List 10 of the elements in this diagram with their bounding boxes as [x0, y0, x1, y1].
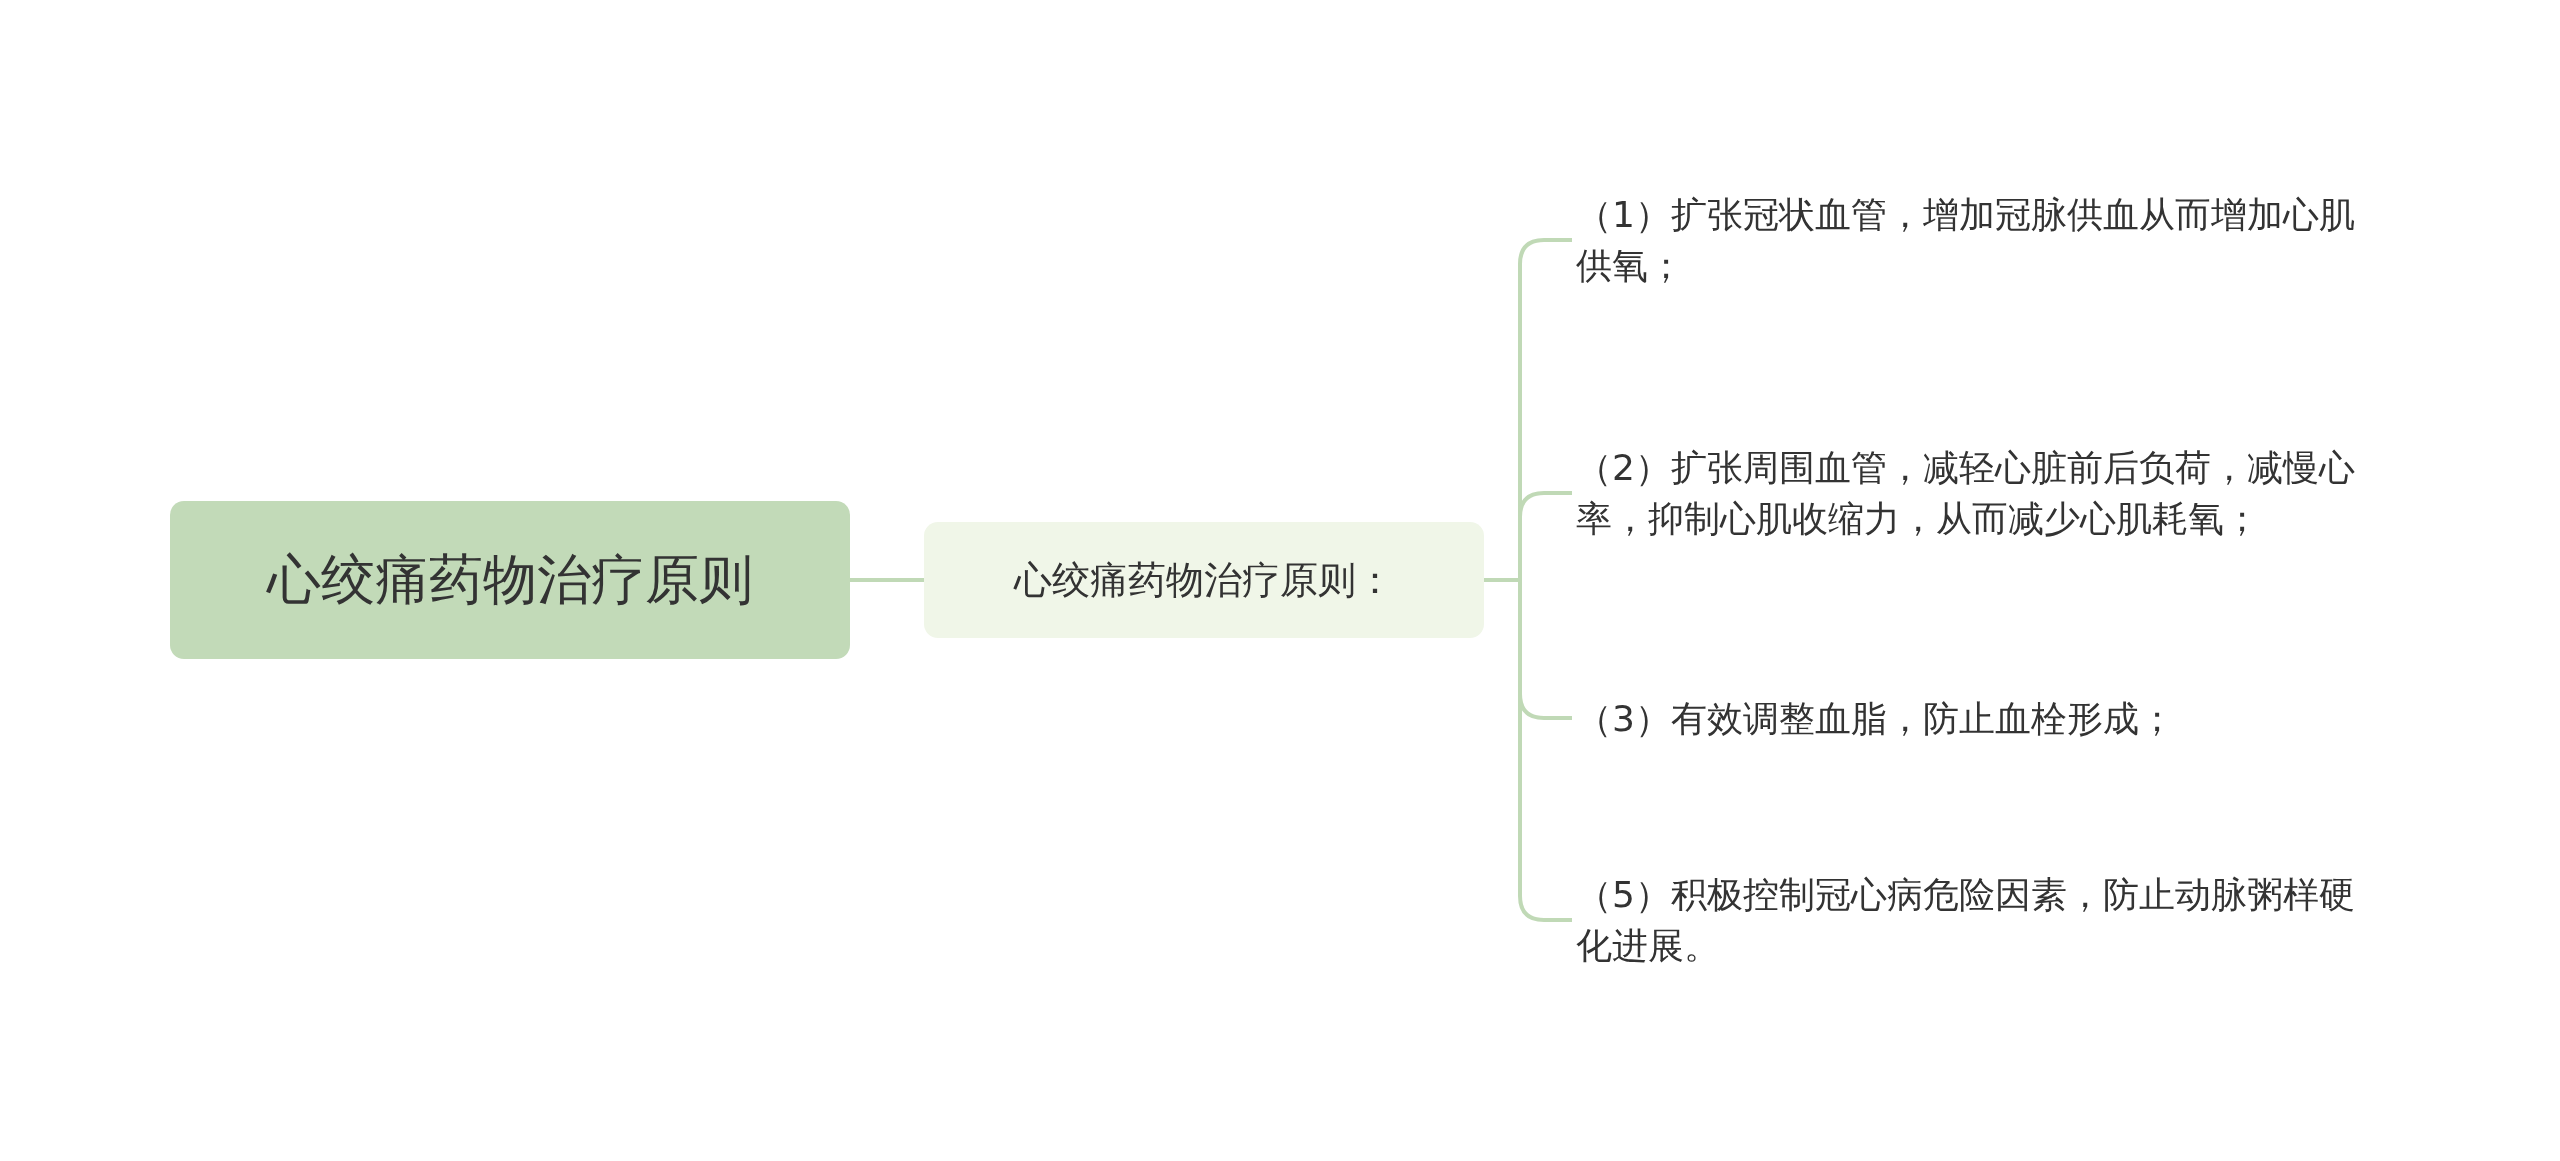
branch-text: （1）扩张冠状血管，增加冠脉供血从而增加心肌供氧； — [1576, 193, 2356, 288]
connector-line — [1484, 578, 1572, 922]
branch-text: （5）积极控制冠心病危险因素，防止动脉粥样硬化进展。 — [1576, 873, 2356, 968]
branch-text: （2）扩张周围血管，减轻心脏前后负荷，减慢心率，抑制心肌收缩力，从而减少心肌耗氧； — [1576, 446, 2356, 541]
subtopic-box — [924, 522, 1484, 638]
branch-text: （3）有效调整血脂，防止血栓形成； — [1576, 696, 2175, 741]
connector-line — [850, 578, 924, 582]
topic-text: 心绞痛药物治疗原则： — [1014, 556, 1394, 604]
root-topic-box — [170, 501, 850, 659]
topic-text: 心绞痛药物治疗原则 — [267, 546, 753, 613]
